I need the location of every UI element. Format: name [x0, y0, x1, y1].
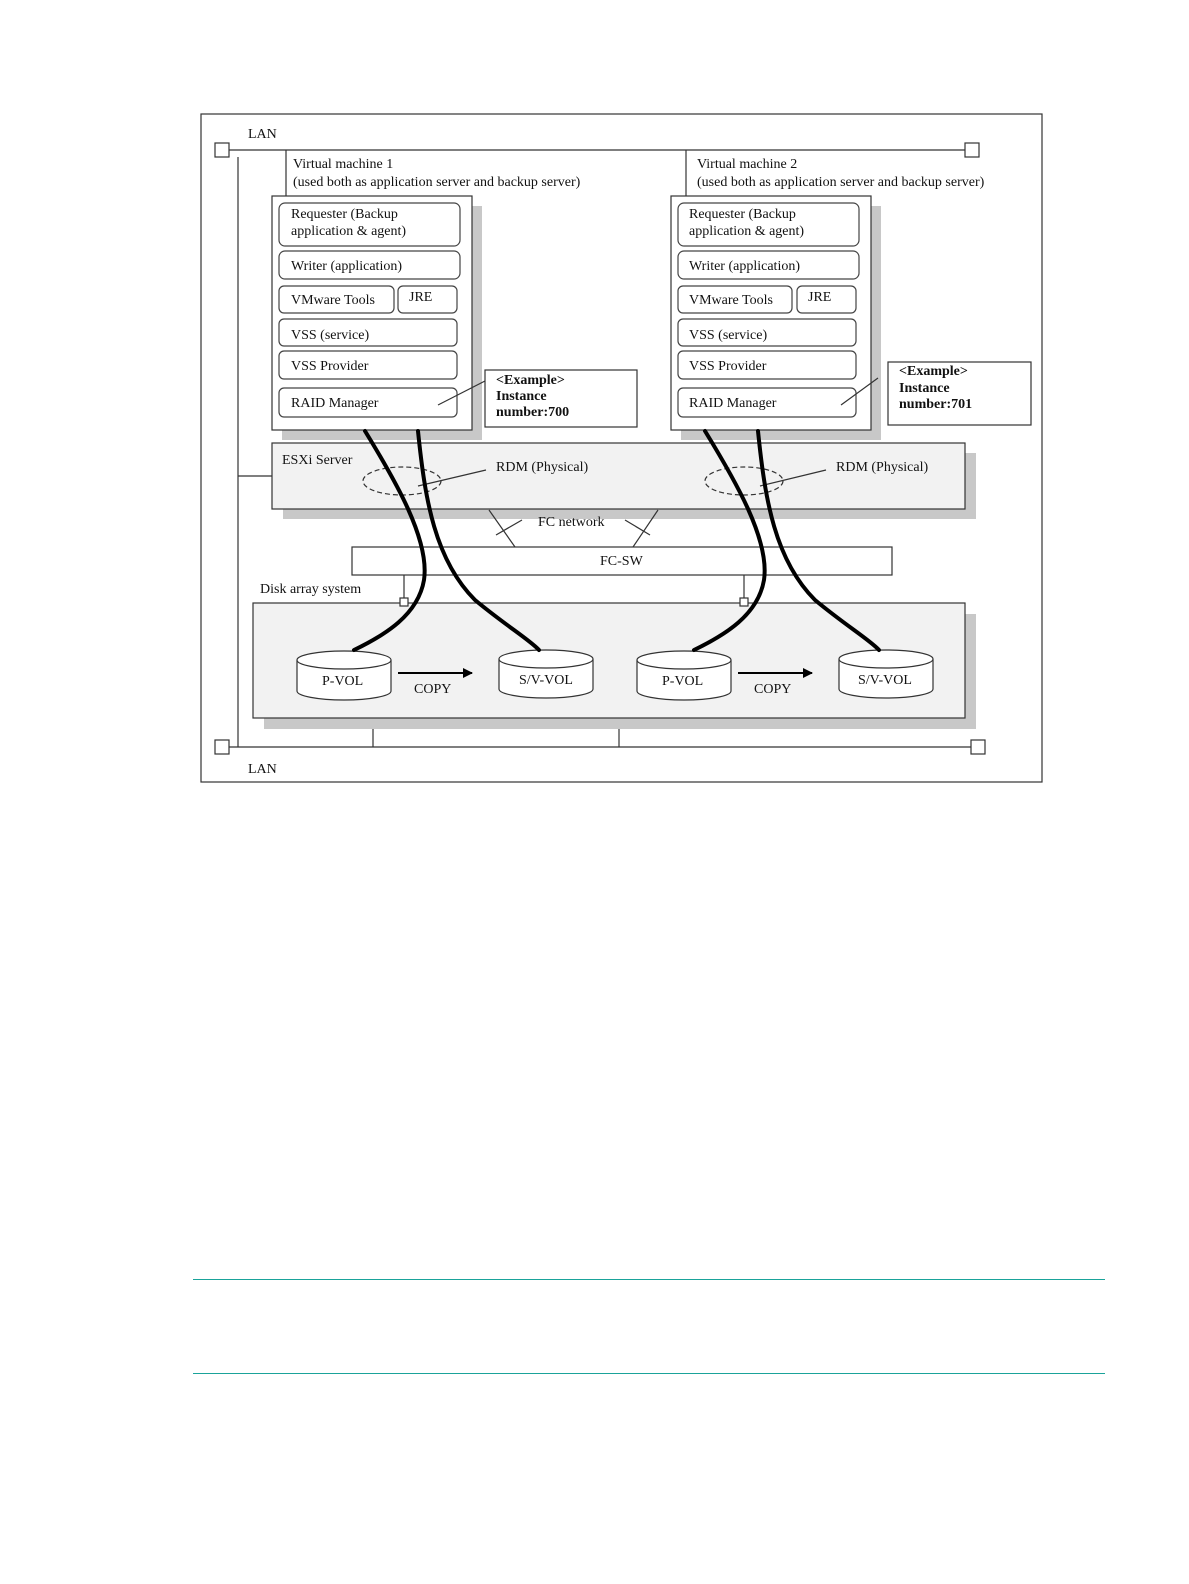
vm1-raid-manager-label: RAID Manager — [291, 396, 379, 411]
vm1-vss-provider-box — [278, 350, 458, 380]
pvol-2-label: P-VOL — [662, 674, 703, 689]
disk-array-system: Disk array system P-VOL S/V-VOL P-VOL S/… — [252, 582, 976, 729]
pvol-2-cylinder: P-VOL — [636, 650, 732, 701]
vm2-jre-label: JRE — [808, 290, 831, 305]
vm1-requester-line2: application & agent) — [291, 224, 406, 239]
disk-array-label: Disk array system — [260, 582, 361, 597]
vm1-vss-service-label: VSS (service) — [291, 328, 369, 343]
virtual-machine-2: Requester (Backup application & agent) W… — [670, 195, 881, 440]
fc-path-vm2-svol — [756, 429, 881, 652]
fc-path-vm1-svol — [416, 429, 541, 652]
vm2-vss-service-label: VSS (service) — [689, 328, 767, 343]
esxi-server-label: ESXi Server — [282, 453, 353, 468]
svol-1-cylinder: S/V-VOL — [498, 649, 594, 699]
copy-1-label: COPY — [414, 682, 451, 697]
vm1-requester-line1: Requester (Backup — [291, 207, 398, 222]
vm2-subtitle: (used both as application server and bac… — [697, 175, 985, 190]
vm1-title: Virtual machine 1 — [293, 157, 393, 172]
copy-2-label: COPY — [754, 682, 791, 697]
vm1-vss-service-box — [278, 318, 458, 347]
vm1-vmware-tools-label: VMware Tools — [291, 293, 375, 308]
vm2-raid-manager-box — [677, 387, 857, 418]
example2-line2: Instance — [899, 381, 950, 396]
vm1-vmware-tools-box — [278, 285, 395, 314]
example-callout-2: <Example> Instance number:701 — [840, 361, 1032, 426]
esxi-server: ESXi Server RDM (Physical) RDM (Physical… — [271, 442, 976, 519]
fc-network: FC network — [488, 509, 659, 548]
vm2-vmware-tools-label: VMware Tools — [689, 293, 773, 308]
vm2-requester-line2: application & agent) — [689, 224, 804, 239]
lan-top: LAN — [214, 127, 980, 747]
svol-1-label: S/V-VOL — [519, 673, 573, 688]
svol-2-label: S/V-VOL — [858, 673, 912, 688]
vm1-jre-box — [397, 285, 458, 314]
pvol-1-label: P-VOL — [322, 674, 363, 689]
vm2-title: Virtual machine 2 — [697, 157, 797, 172]
vm2-vmware-tools-box — [677, 285, 793, 314]
vm1-jre-label: JRE — [409, 290, 432, 305]
example1-line1: <Example> — [496, 373, 565, 388]
vm2-vss-provider-box — [677, 350, 857, 380]
vm2-vss-service-box — [677, 318, 857, 347]
vm2-raid-manager-label: RAID Manager — [689, 396, 777, 411]
vm1-vss-provider-label: VSS Provider — [291, 359, 369, 374]
fc-switch: FC-SW — [351, 546, 893, 598]
lan-bottom: LAN — [214, 718, 986, 777]
fc-switch-label: FC-SW — [600, 554, 644, 569]
example1-line3: number:700 — [496, 405, 569, 420]
vm2-requester-box — [677, 202, 860, 247]
fc-network-label: FC network — [538, 515, 605, 530]
vm2-jre-box — [796, 285, 857, 314]
vm1-raid-manager-box — [278, 387, 458, 418]
separator-line-top — [193, 1279, 1105, 1280]
svol-2-cylinder: S/V-VOL — [838, 649, 934, 699]
vm1-writer-label: Writer (application) — [291, 259, 402, 274]
vm2-vss-provider-label: VSS Provider — [689, 359, 767, 374]
rdm1-label: RDM (Physical) — [496, 460, 589, 475]
vm2-requester-line1: Requester (Backup — [689, 207, 796, 222]
vm1-writer-box — [278, 250, 461, 280]
lan-top-label: LAN — [248, 127, 277, 142]
example2-line3: number:701 — [899, 397, 972, 412]
pvol-1-cylinder: P-VOL — [296, 650, 392, 701]
example1-line2: Instance — [496, 389, 547, 404]
rdm2-label: RDM (Physical) — [836, 460, 929, 475]
example-callout-1: <Example> Instance number:700 — [437, 369, 638, 428]
vm2-writer-label: Writer (application) — [689, 259, 800, 274]
fc-path-vm2-pvol — [692, 429, 767, 652]
vm2-writer-box — [677, 250, 860, 280]
virtual-machine-1: Requester (Backup application & agent) W… — [271, 195, 482, 440]
lan-bottom-label: LAN — [248, 762, 277, 777]
separator-line-bottom — [193, 1373, 1105, 1374]
vm1-subtitle: (used both as application server and bac… — [293, 175, 581, 190]
fc-path-vm1-pvol — [352, 429, 427, 652]
example2-line1: <Example> — [899, 364, 968, 379]
vm1-requester-box — [278, 202, 461, 247]
